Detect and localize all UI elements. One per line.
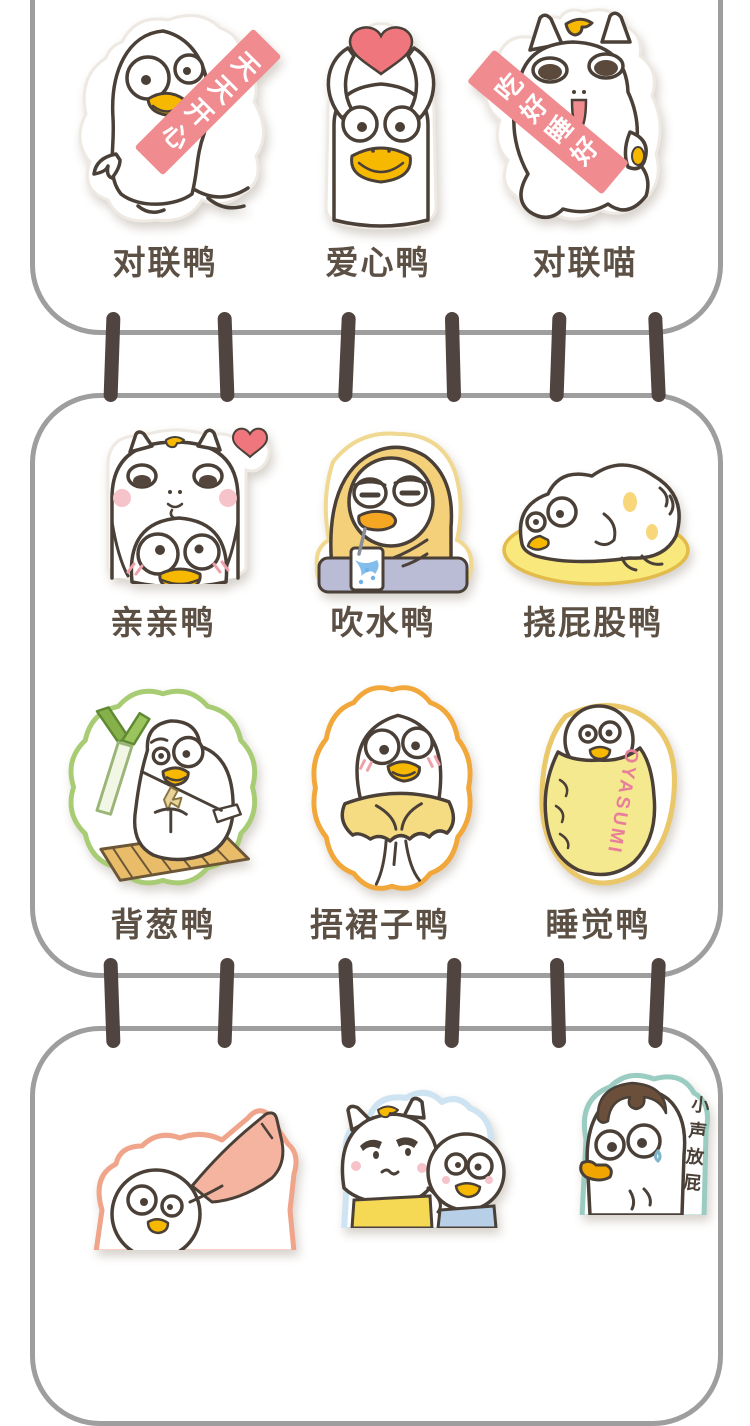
duck-figure bbox=[518, 463, 681, 572]
duck-figure bbox=[326, 46, 436, 228]
sticker-fish-duck bbox=[72, 1090, 307, 1250]
cat-figure bbox=[340, 1096, 440, 1228]
binder-ring bbox=[549, 311, 567, 403]
binder-ring bbox=[549, 957, 567, 1049]
duck-figure bbox=[92, 29, 281, 214]
binder-ring bbox=[444, 311, 462, 403]
banner bbox=[468, 50, 628, 194]
chuishui-duck-illustration bbox=[314, 431, 474, 594]
sticker-label: 背葱鸭 bbox=[110, 906, 216, 943]
heart-icon bbox=[348, 26, 414, 76]
green-onion bbox=[95, 706, 151, 816]
aixin-duck-illustration bbox=[324, 22, 438, 230]
duck-figure bbox=[126, 516, 230, 584]
duck-figure bbox=[317, 445, 469, 594]
banner bbox=[135, 29, 281, 175]
sticker-label: 挠屁股鸭 bbox=[523, 604, 663, 641]
cat-duck-pair-illustration bbox=[340, 1089, 506, 1228]
binder-ring bbox=[338, 311, 356, 403]
sticker-wuqunzi-duck bbox=[298, 682, 486, 894]
wuqunzi-duck-illustration bbox=[311, 685, 473, 891]
sticker-label: 吹水鸭 bbox=[330, 604, 436, 641]
sticker-qinqin-duck bbox=[78, 406, 283, 584]
binder-ring bbox=[103, 311, 121, 403]
sticker-cat-duck-pair bbox=[308, 1068, 508, 1228]
sticker-duilian-duck: 天天开心 bbox=[58, 6, 283, 234]
sticker-duilian-cat: 吃好睡好 bbox=[468, 4, 680, 230]
cat-figure bbox=[468, 11, 650, 219]
duck-figure bbox=[133, 719, 242, 862]
sticker-fangpi-duck: 小声放屁 bbox=[552, 1055, 730, 1215]
fish-duck-illustration bbox=[93, 1108, 299, 1250]
sticker-chuishui-duck bbox=[303, 422, 481, 594]
sticker-label: 对联鸭 bbox=[112, 244, 218, 281]
sticker-beicong-duck bbox=[55, 686, 273, 892]
shuijiao-duck-illustration bbox=[539, 703, 677, 886]
sticker-label: 捂裙子鸭 bbox=[310, 906, 450, 943]
duck-figure bbox=[543, 704, 657, 877]
naopigu-duck-illustration bbox=[502, 463, 690, 586]
sticker-label: 对联喵 bbox=[532, 244, 638, 281]
qinqin-duck-illustration bbox=[106, 427, 271, 584]
sticker-shuijiao-duck: OYASUMI bbox=[502, 688, 692, 892]
sticker-naopigu-duck bbox=[492, 444, 700, 589]
beicong-duck-illustration bbox=[68, 688, 258, 886]
duck-figure bbox=[340, 713, 456, 886]
sticker-label: 爱心鸭 bbox=[325, 244, 431, 281]
duck-figure bbox=[426, 1132, 506, 1228]
sticker-aixin-duck bbox=[296, 20, 466, 232]
sticker-catalog-page: { "colors": { "panel_border": "#9e9e9e",… bbox=[30, 0, 723, 1426]
duilian-duck-illustration bbox=[78, 14, 281, 223]
sticker-label: 亲亲鸭 bbox=[110, 604, 216, 641]
heart-icon bbox=[231, 427, 269, 459]
duilian-cat-illustration bbox=[468, 8, 662, 221]
sticker-label: 睡觉鸭 bbox=[545, 906, 651, 943]
